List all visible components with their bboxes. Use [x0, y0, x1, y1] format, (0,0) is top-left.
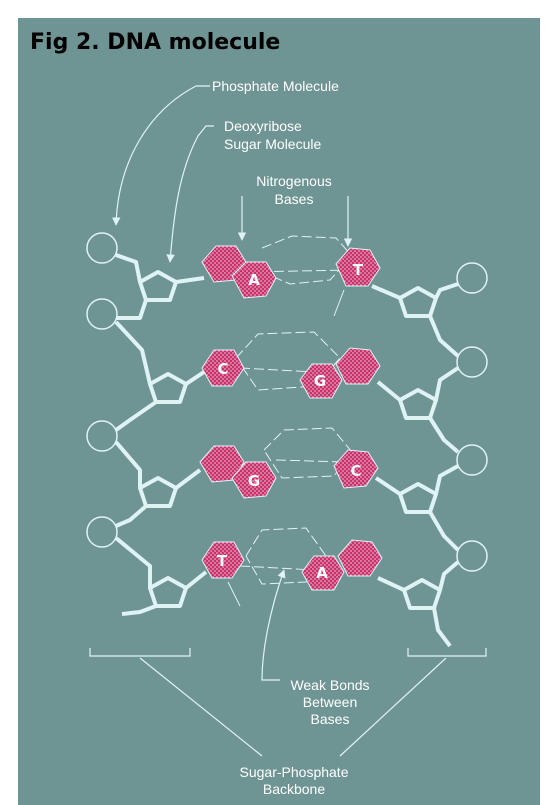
base-pair-3: G C	[199, 445, 379, 499]
sugar-pentagon	[148, 372, 188, 404]
sugar-pentagon	[138, 270, 178, 302]
right-backbone	[371, 262, 488, 648]
base-hexagon	[201, 541, 245, 579]
phosphate-circle	[86, 232, 118, 264]
phosphate-label: Phosphate Molecule	[212, 78, 339, 94]
base-hexagon	[335, 247, 381, 287]
nitrogenous-label-line2: Bases	[275, 191, 314, 207]
base-hexagon	[333, 449, 379, 489]
sugar-pentagon	[402, 578, 442, 610]
diagram-panel	[18, 18, 540, 805]
base-letter: T	[217, 552, 228, 570]
figure-title: Fig 2. DNA molecule	[30, 30, 281, 55]
callout-lines	[89, 85, 487, 757]
base-hexagon	[301, 555, 345, 591]
phosphate-circle	[456, 540, 488, 572]
base-hexagon	[337, 539, 383, 577]
base-pair-1: A T	[201, 245, 381, 317]
weak-bonds-label-line1: Weak Bonds	[290, 677, 369, 693]
sugar-pentagon	[398, 286, 438, 318]
base-letter: T	[353, 261, 364, 279]
base-letter: A	[316, 564, 328, 582]
sugar-pentagon	[398, 388, 438, 420]
phosphate-circle	[86, 516, 118, 548]
sugar-label-line1: Deoxyribose	[224, 118, 302, 134]
phosphate-circle	[456, 444, 488, 476]
base-letter: C	[217, 360, 228, 378]
phosphate-circle	[86, 420, 118, 452]
sugar-label-line2: Sugar Molecule	[224, 136, 321, 152]
sugar-pentagon	[138, 476, 178, 508]
weak-bonds-label-line2: Between	[303, 694, 357, 710]
base-pair-4: T A	[201, 539, 383, 607]
base-letter: C	[350, 462, 361, 480]
sugar-pentagon	[148, 576, 188, 608]
base-pair-2: C G	[201, 347, 381, 399]
base-hexagon	[199, 445, 245, 483]
sugar-pentagon	[398, 482, 438, 514]
base-hexagon	[231, 261, 277, 299]
phosphate-circle	[456, 262, 488, 294]
base-hexagon	[335, 347, 381, 385]
base-hexagon	[231, 461, 277, 499]
backbone-label-line2: Backbone	[263, 781, 325, 797]
base-hexagon	[201, 349, 245, 387]
labels: Phosphate Molecule Deoxyribose Sugar Mol…	[212, 78, 370, 797]
base-letter: G	[314, 372, 326, 390]
backbone-label-line1: Sugar-Phosphate	[240, 764, 349, 780]
left-backbone	[86, 232, 208, 616]
base-letter: G	[248, 472, 260, 490]
weak-bonds-label-line3: Bases	[311, 711, 350, 727]
phosphate-circle	[86, 298, 118, 330]
phosphate-circle	[456, 346, 488, 378]
base-letter: A	[248, 271, 260, 289]
base-hexagon	[299, 363, 343, 399]
nitrogenous-label-line1: Nitrogenous	[256, 173, 332, 189]
